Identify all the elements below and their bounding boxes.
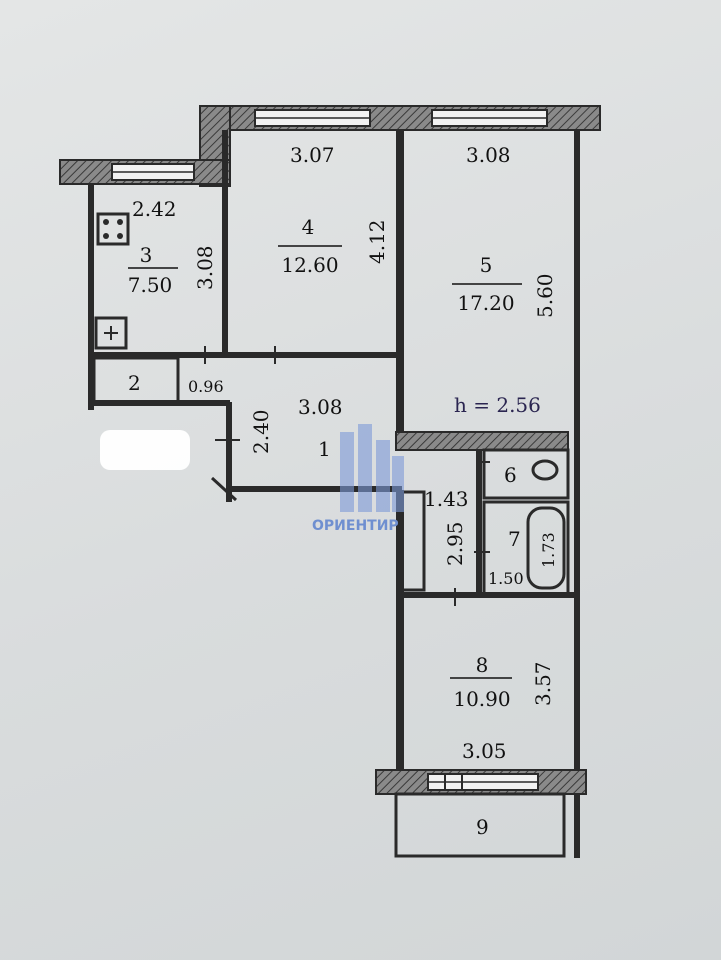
room1-width: 3.08 [298, 395, 343, 419]
room1-length: 2.40 [249, 409, 273, 454]
watermark-text: ОРИЕНТИР [312, 518, 399, 534]
room5-area: 17.20 [457, 291, 514, 315]
room3-area: 7.50 [128, 273, 173, 297]
watermark-logo [340, 424, 404, 512]
redaction [100, 430, 190, 470]
stove-icon [96, 212, 130, 246]
room8-number: 8 [476, 653, 489, 677]
room5-length: 5.60 [533, 273, 557, 318]
room7-number: 7 [508, 527, 521, 551]
room1-number: 1 [318, 437, 331, 461]
room2-number: 2 [128, 371, 141, 395]
room8-width: 3.05 [462, 739, 507, 763]
room3-length: 3.08 [193, 245, 217, 290]
room4-length: 4.12 [365, 219, 389, 264]
room8-length: 3.57 [531, 661, 555, 706]
room2-width: 0.96 [188, 377, 224, 396]
wet-zone-wall [395, 431, 569, 451]
room7-length: 1.73 [539, 532, 558, 568]
toilet-icon [531, 459, 559, 481]
corridor-width: 1.43 [424, 487, 469, 511]
room3-number: 3 [140, 243, 153, 267]
ceiling-height: h = 2.56 [454, 393, 541, 417]
room8-area: 10.90 [453, 687, 510, 711]
room7-width: 1.50 [488, 569, 524, 588]
room3-width: 2.42 [132, 197, 177, 221]
room5-width: 3.08 [466, 143, 511, 167]
room6-number: 6 [504, 463, 517, 487]
room9-number: 9 [476, 815, 489, 839]
balcony [394, 792, 566, 858]
room4-width: 3.07 [290, 143, 335, 167]
sink-icon [94, 316, 128, 350]
corridor-length: 2.95 [443, 521, 467, 566]
room4-area: 12.60 [281, 253, 338, 277]
room5-number: 5 [480, 253, 493, 277]
room4-number: 4 [302, 215, 315, 239]
